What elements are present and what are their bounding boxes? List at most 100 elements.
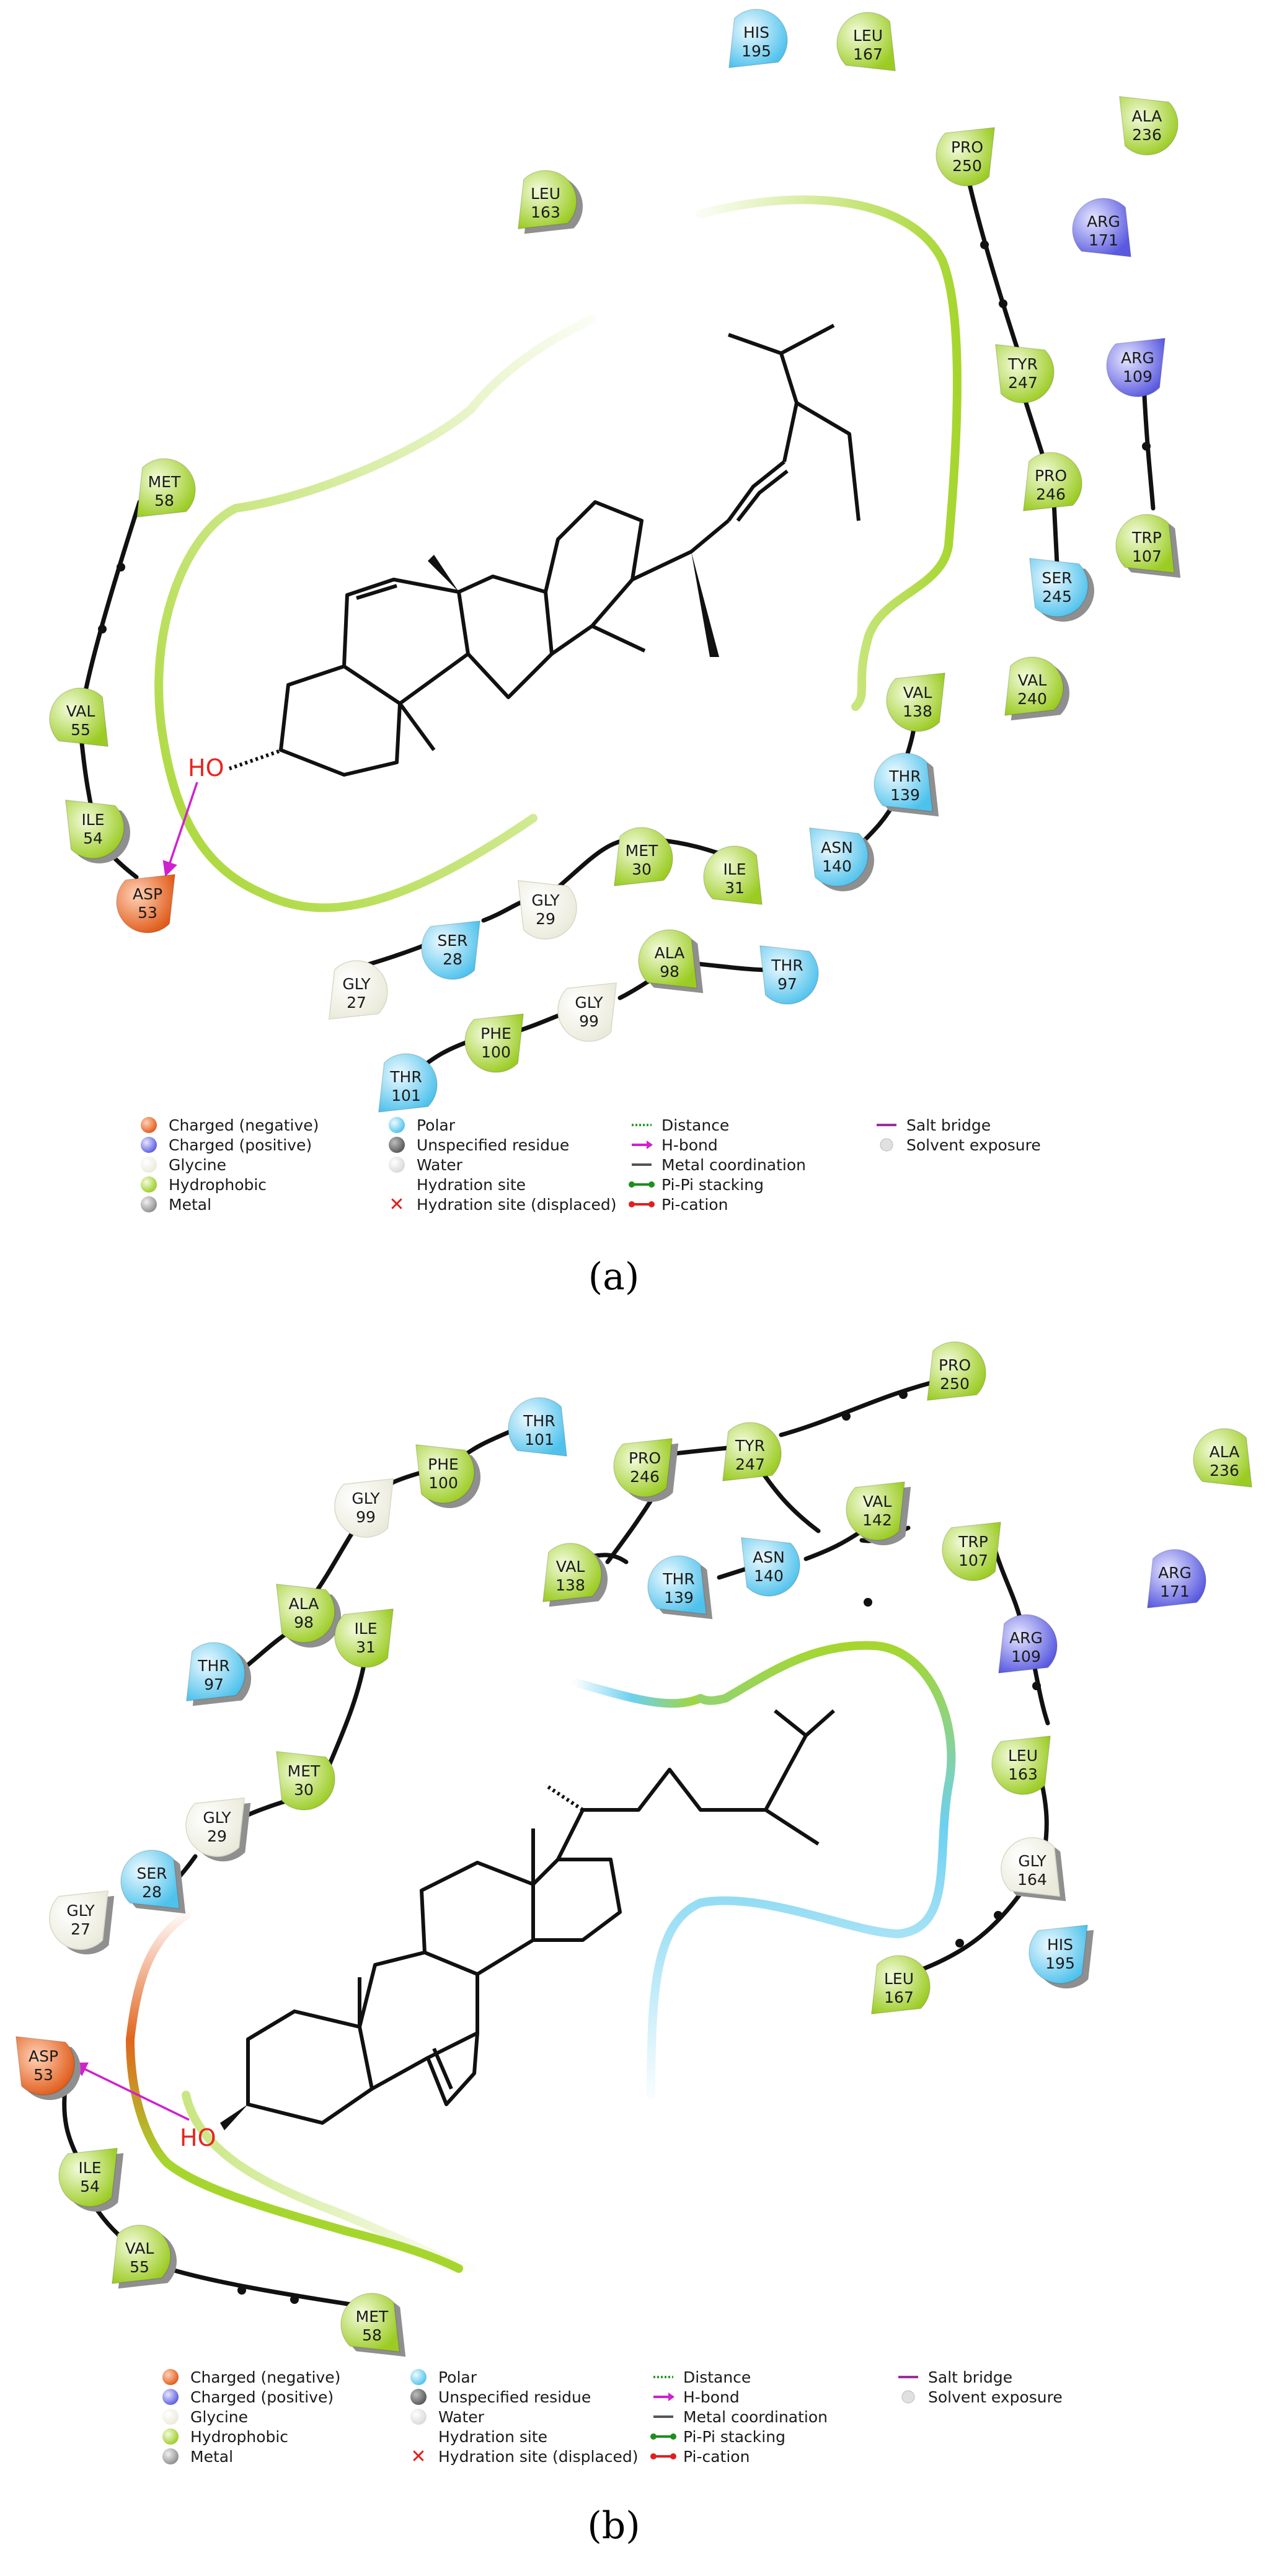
residue-shape [1106, 337, 1166, 397]
legend-label: Glycine [169, 1156, 226, 1174]
residue-number: 163 [531, 203, 560, 221]
residue-name: THR [888, 767, 921, 785]
residue-shape [334, 1478, 394, 1538]
ligand-hash-a [229, 749, 280, 770]
residue-shape [116, 873, 176, 933]
residue-number: 30 [294, 1781, 314, 1799]
legend-swatch [162, 2369, 179, 2385]
residue-number: 195 [1045, 1954, 1075, 1972]
legend-label: Unspecified residue [417, 1136, 569, 1154]
residue-shape [998, 1614, 1058, 1674]
residue-name: THR [389, 1068, 422, 1086]
residue-name: VAL [125, 2239, 154, 2257]
residue-shape [836, 12, 896, 72]
residue-shape [185, 1797, 246, 1857]
residue-number: 139 [664, 1589, 694, 1607]
residue-name: VAL [1018, 671, 1047, 689]
residue-shape [994, 343, 1055, 404]
residue-number: 250 [952, 157, 982, 175]
ligand-structure-a [279, 324, 860, 777]
legend-swatch [389, 1137, 405, 1153]
legend-item: Metal coordination [653, 2408, 828, 2426]
legend-item: Distance [653, 2368, 751, 2386]
legend-label: Glycine [190, 2408, 248, 2426]
legend-item: H-bond [653, 2388, 740, 2406]
ligand-atom-label-b: HO [180, 2124, 216, 2151]
legend-line-icon [653, 2393, 675, 2401]
legend-label: Pi-Pi stacking [683, 2428, 785, 2446]
legend-label: Hydrophobic [169, 1176, 267, 1194]
legend-swatch [389, 1117, 405, 1133]
residue-name: HIS [743, 24, 769, 42]
residue-shape [49, 687, 109, 748]
residue-name: ASP [29, 2047, 58, 2065]
residue-number: 29 [536, 910, 555, 928]
residue-shape [517, 170, 577, 230]
residue-shape [1146, 1549, 1206, 1609]
legend-swatch [141, 1137, 157, 1153]
legend-item: Distance [632, 1116, 729, 1134]
residue-number: 100 [481, 1043, 511, 1061]
residue-name: VAL [556, 1558, 585, 1576]
residue-number: 246 [1036, 485, 1066, 503]
residue-number: 55 [71, 721, 91, 739]
residue-shape [120, 1850, 180, 1910]
residue-shape [557, 982, 617, 1042]
residue-name: GLY [342, 975, 371, 993]
residue-number: 55 [130, 2258, 149, 2276]
residue-number: 29 [207, 1827, 227, 1845]
residue-name: GLY [352, 1489, 380, 1507]
legend-item: Pi-cation [650, 2448, 750, 2466]
residue-name: TRP [958, 1533, 988, 1551]
ligand-wedge-a2 [428, 555, 459, 592]
residue-shape [613, 1437, 673, 1498]
residue-number: 164 [1017, 1871, 1047, 1889]
residue-name: PRO [1035, 467, 1067, 485]
legend-swatch [162, 2428, 179, 2445]
residue-number: 107 [958, 1551, 988, 1569]
residue-name: PHE [480, 1025, 511, 1043]
displaced-x-icon: ✕ [410, 2446, 426, 2468]
residue-name: MET [356, 2308, 389, 2326]
residue-name: VAL [66, 702, 95, 720]
legend-item: Hydration site [417, 1176, 526, 1194]
residue-number: 54 [80, 2177, 100, 2195]
legend-label: Charged (negative) [190, 2368, 340, 2386]
legend-swatch [410, 2389, 427, 2405]
residue-number: 250 [940, 1375, 970, 1393]
legend-label: Metal [190, 2448, 233, 2466]
legend-item: Metal [141, 1196, 211, 1214]
residue-number: 101 [391, 1087, 421, 1105]
legend-label: Hydration site [438, 2428, 547, 2446]
legend-item: Charged (positive) [141, 1136, 312, 1154]
residue-number: 171 [1160, 1582, 1190, 1600]
binding-pocket-outline [154, 195, 962, 912]
legend-item: Charged (negative) [162, 2368, 340, 2386]
residue-name: ILE [81, 811, 104, 829]
residue-shape [808, 827, 869, 887]
legend-item: Polar [389, 1116, 456, 1134]
residue-number: 97 [777, 975, 797, 993]
residue-name: HIS [1047, 1936, 1073, 1954]
residue-name: VAL [863, 1493, 892, 1511]
residue-name: MET [288, 1762, 321, 1780]
residue-nodes-b: PRO250THR101PHE100PRO246TYR247ALA236GLY9… [15, 1341, 1253, 2357]
residue-shape [942, 1521, 1002, 1581]
residue-number: 247 [1008, 374, 1038, 392]
